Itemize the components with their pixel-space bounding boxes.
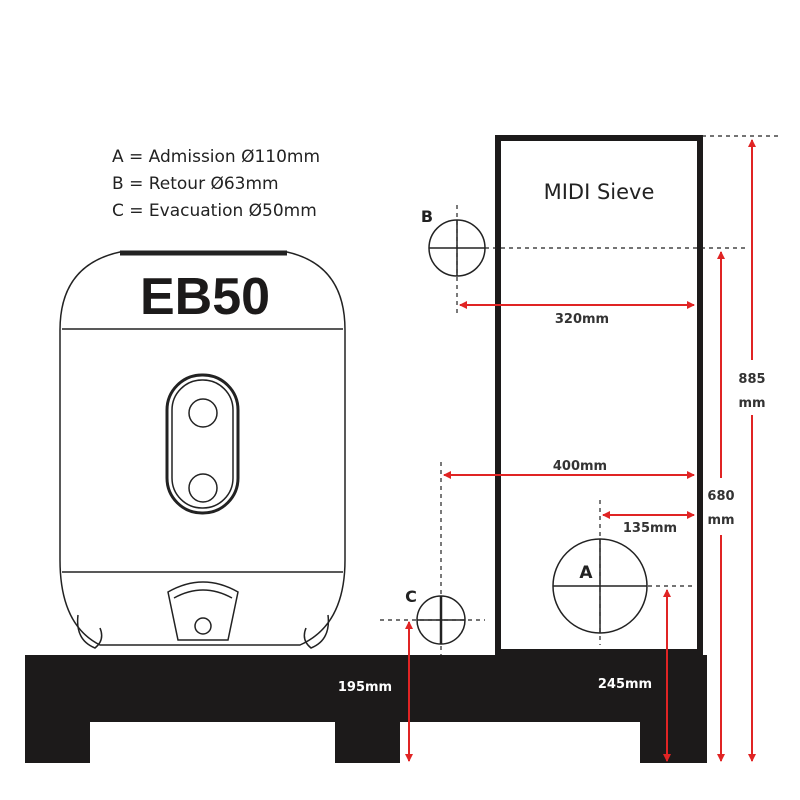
- dimension-680-value: 680: [707, 489, 734, 504]
- platform: [25, 655, 707, 763]
- dimension-680-unit: mm: [707, 513, 734, 528]
- dimension-195: 195mm: [338, 680, 392, 695]
- midi-sieve: [495, 135, 703, 655]
- port-b: [428, 219, 486, 277]
- dimension-arrows: [405, 139, 756, 762]
- dimension-400: 400mm: [553, 459, 607, 474]
- legend-c: C = Evacuation Ø50mm: [112, 201, 317, 221]
- port-c-label: C: [405, 587, 417, 606]
- sieve-title: MIDI Sieve: [544, 180, 655, 204]
- port-c: [416, 595, 466, 645]
- dimension-320: 320mm: [555, 312, 609, 327]
- dimension-885-unit: mm: [738, 396, 765, 411]
- legend-b: B = Retour Ø63mm: [112, 174, 279, 194]
- legend-a: A = Admission Ø110mm: [112, 147, 320, 167]
- port-a-label: A: [579, 563, 593, 583]
- dimension-885-value: 885: [738, 372, 765, 387]
- port-a: [552, 538, 648, 634]
- port-b-label: B: [421, 207, 433, 226]
- filter-model-label: EB50: [140, 268, 270, 326]
- dimension-135: 135mm: [623, 521, 677, 536]
- dimension-245: 245mm: [598, 677, 652, 692]
- eb50-filter: [59, 250, 346, 649]
